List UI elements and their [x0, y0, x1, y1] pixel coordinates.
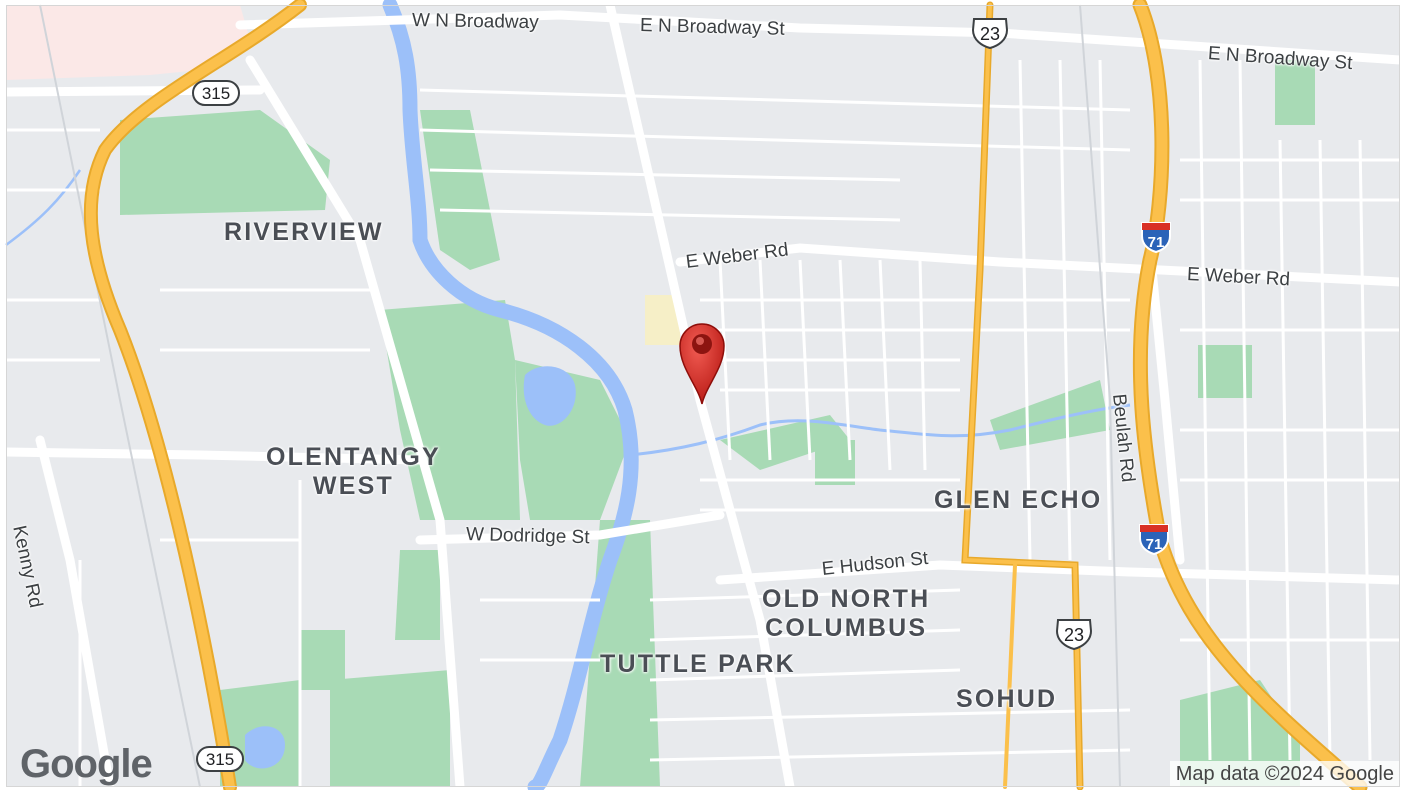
road-dodridge — [415, 510, 725, 545]
shield-71-south-text: 71 — [1146, 536, 1163, 553]
park-sw2 — [300, 630, 345, 690]
google-logo[interactable]: Google — [20, 742, 153, 786]
neighborhood-sohud: SOHUD — [956, 685, 1058, 713]
park-river-north — [420, 110, 500, 270]
road-olentangy-blvd — [245, 55, 465, 790]
park-creek3 — [990, 380, 1110, 450]
street-label-e-n-broadway-st: E N Broadway St — [639, 15, 785, 40]
railroads — [39, 4, 1121, 788]
park-creek1 — [720, 415, 850, 470]
location-pin-icon[interactable] — [676, 316, 728, 406]
neighborhood-glen-echo: GLEN ECHO — [934, 486, 1103, 514]
pond-1 — [523, 366, 576, 426]
park-riverview — [120, 110, 330, 215]
commercial-area — [645, 295, 680, 345]
park-ne — [1275, 60, 1315, 125]
road-kenny — [35, 435, 115, 790]
creek-west — [5, 169, 82, 247]
road-n-broadway — [235, 10, 1405, 65]
glen-echo-creek — [629, 403, 1131, 457]
shield-23-text: 23 — [980, 24, 1000, 44]
us-route-23-shield-south: 23 — [1054, 617, 1094, 651]
interstate-71-shield: 71 — [1139, 220, 1173, 254]
road-high-st — [605, 0, 795, 790]
local-streets — [6, 59, 1400, 787]
us-route-23-shield: 23 — [970, 16, 1010, 50]
park-olentangy — [380, 300, 520, 520]
olentangy-river — [382, 0, 639, 790]
road-weber — [675, 243, 1405, 287]
shield-71-text: 71 — [1148, 234, 1165, 251]
park-beulah — [1198, 345, 1252, 398]
street-label-w-n-broadway: W N Broadway — [411, 10, 539, 34]
neighborhood-tuttle-park: TUTTLE PARK — [600, 650, 796, 678]
road-hudson — [715, 560, 1405, 585]
shield-315-text: 315 — [202, 84, 230, 103]
park-sw4 — [330, 670, 450, 787]
interstate-71-shield-south: 71 — [1137, 522, 1171, 556]
pond-2 — [245, 726, 285, 769]
campus-area — [6, 5, 250, 80]
road-beulah — [1145, 245, 1185, 565]
park-sw1 — [395, 550, 440, 640]
shield-23-south-text: 23 — [1064, 625, 1084, 645]
map-attribution[interactable]: Map data ©2024 Google — [1169, 761, 1400, 787]
highway-sr315 — [85, 0, 305, 790]
shield-315-south-text: 315 — [206, 750, 234, 769]
street-label-w-dodridge-st: W Dodridge St — [465, 524, 590, 549]
neighborhood-riverview: RIVERVIEW — [224, 218, 384, 246]
road-lane — [1, 447, 425, 465]
park-creek2 — [815, 440, 855, 485]
highway-i71 — [1134, 0, 1366, 790]
